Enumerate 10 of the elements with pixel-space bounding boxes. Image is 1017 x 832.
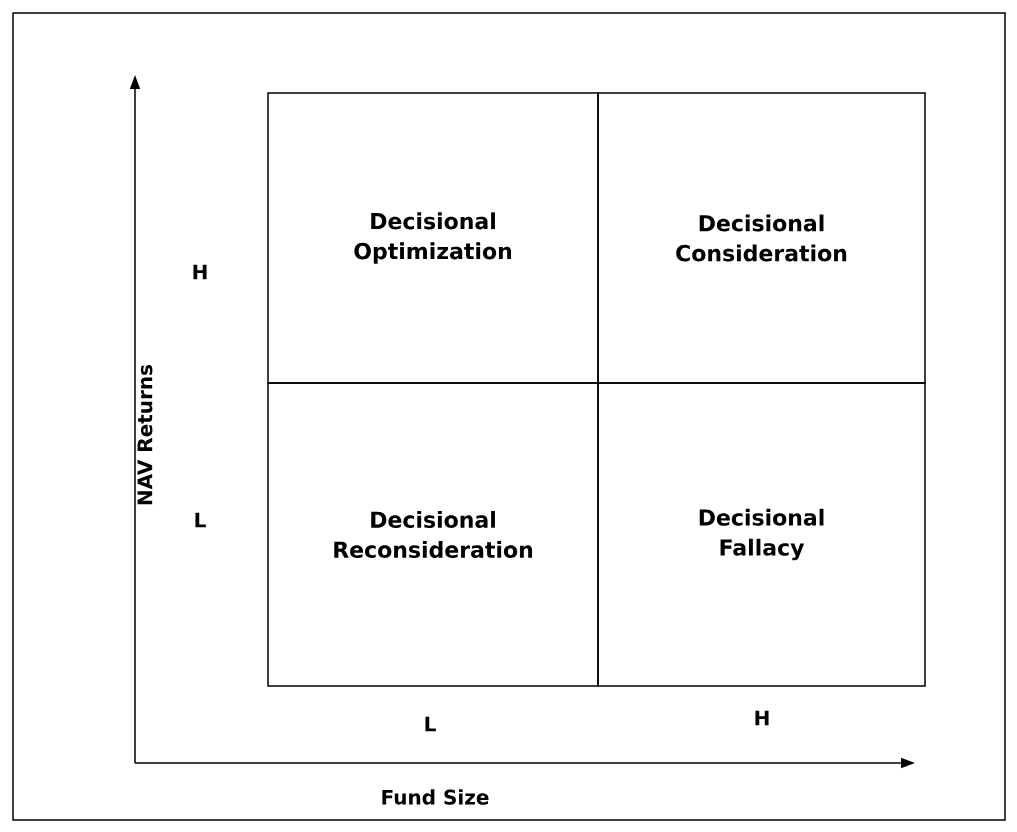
axis-tick-label: H [193, 264, 207, 280]
axis-tick-label: H [755, 710, 769, 726]
quadrant-box: Decisional Consideration [597, 92, 926, 384]
axis-title: NAV Returns [137, 364, 153, 505]
quadrant-box: Decisional Optimization [267, 92, 599, 384]
quadrant-box: Decisional Reconsideration [267, 382, 599, 687]
quadrant-box: Decisional Fallacy [597, 382, 926, 687]
axis-tick-label: L [425, 716, 436, 732]
axis-tick-label: L [195, 512, 206, 528]
axis-title: Fund Size [382, 789, 489, 805]
